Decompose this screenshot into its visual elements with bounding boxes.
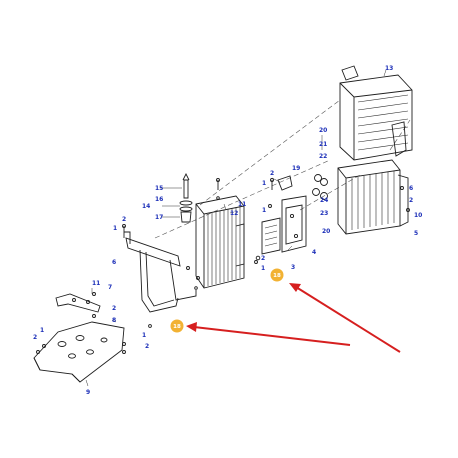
- hose-fittings: [277, 174, 328, 200]
- receiver-drier: [179, 172, 193, 223]
- callout-22: 22: [319, 153, 327, 160]
- assembly-guide-line: [154, 99, 411, 239]
- support-bracket: [124, 231, 200, 313]
- highlight-label: 18: [173, 324, 181, 330]
- callout-14: 14: [142, 203, 150, 210]
- callout-15: 15: [155, 185, 163, 192]
- callout-2: 2: [33, 334, 37, 341]
- highlight-label: 18: [273, 273, 281, 279]
- condenser: [195, 195, 245, 289]
- highlight-marker-1: 18: [270, 268, 284, 282]
- callout-17: 17: [155, 214, 163, 221]
- callout-13: 13: [385, 65, 393, 72]
- callout-16: 16: [155, 196, 163, 203]
- callout-4: 4: [312, 249, 316, 256]
- callout-20: 20: [319, 127, 327, 134]
- charge-air-cooler: [339, 65, 413, 161]
- callout-labels: 13 20 21 22 19 2 1 1 24 23 20 6 2 10 5 1…: [33, 65, 422, 396]
- callout-2: 2: [112, 305, 116, 312]
- callout-1: 1: [113, 225, 117, 232]
- callout-2: 2: [270, 170, 274, 177]
- leader-lines: [85, 69, 387, 387]
- callout-2: 2: [261, 255, 265, 262]
- callout-2: 2: [145, 343, 149, 350]
- callout-8: 8: [112, 317, 116, 324]
- radiator-core: [337, 159, 409, 235]
- callout-1: 1: [142, 332, 146, 339]
- bottom-guard-plate: [33, 321, 125, 383]
- callout-9: 9: [86, 389, 90, 396]
- transmission-oil-cooler: [254, 217, 281, 264]
- highlight-marker-2: 18: [170, 319, 184, 333]
- fastener-set: [36, 178, 410, 354]
- callout-24: 24: [320, 197, 328, 204]
- small-bracket: [55, 293, 101, 313]
- callout-2: 2: [122, 216, 126, 223]
- pointer-arrow-2: [186, 322, 351, 346]
- callout-6: 6: [409, 185, 413, 192]
- callout-1: 1: [262, 207, 266, 214]
- pointer-arrow-1: [289, 283, 401, 353]
- callout-1: 1: [262, 180, 266, 187]
- mounting-plate: [281, 195, 307, 253]
- callout-3: 3: [291, 264, 295, 271]
- callout-21: 21: [319, 141, 327, 148]
- callout-11: 11: [238, 201, 246, 208]
- callout-2: 2: [409, 197, 413, 204]
- callout-19: 19: [292, 165, 300, 172]
- callout-1: 1: [261, 265, 265, 272]
- callout-11: 11: [92, 280, 100, 287]
- callout-5: 5: [414, 230, 418, 237]
- callout-10: 10: [414, 212, 422, 219]
- callout-1: 1: [40, 327, 44, 334]
- callout-20: 20: [322, 228, 330, 235]
- callout-7: 7: [108, 284, 112, 291]
- callout-12: 12: [230, 210, 238, 217]
- callout-23: 23: [320, 210, 328, 217]
- callout-6: 6: [112, 259, 116, 266]
